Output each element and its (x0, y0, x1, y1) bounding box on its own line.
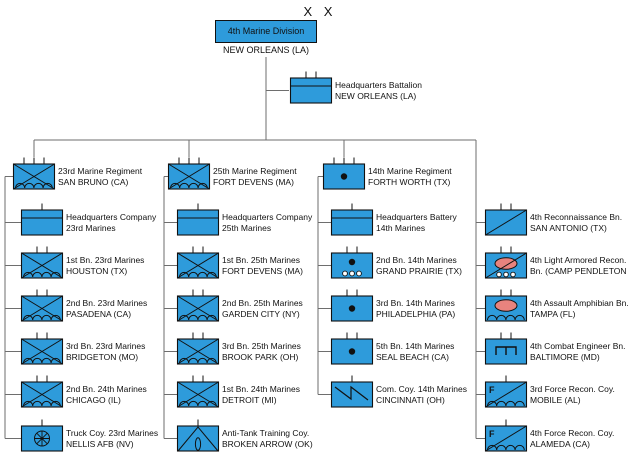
marine-infantry-icon (176, 289, 220, 322)
reconnaissance-icon (484, 203, 528, 236)
marine-infantry-icon (20, 246, 64, 279)
marine-infantry-icon (20, 375, 64, 408)
unit-label: 4th Force Recon. Coy.ALAMEDA (CA) (530, 428, 615, 449)
unit-label: 3rd Force Recon. Coy.MOBILE (AL) (530, 384, 615, 405)
unit-label: 4th Reconnaissance Bn.SAN ANTONIO (TX) (530, 212, 623, 233)
assault-amphibian-icon (484, 289, 528, 322)
marine-infantry-icon (20, 332, 64, 365)
unit-anti-tank-training-coy: Anti-Tank Training Coy.BROKEN ARROW (OK) (176, 419, 313, 452)
unit-label: 4th Light Armored Recon.Bn. (CAMP PENDLE… (530, 255, 627, 276)
force-recon-icon (484, 419, 528, 452)
anti-tank-icon (176, 419, 220, 452)
division-location: NEW ORLEANS (LA) (222, 45, 309, 55)
unit-label: 4th Assault Amphibian Bn.TAMPA (FL) (530, 298, 629, 319)
unit-4th-force-recon-coy: 4th Force Recon. Coy.ALAMEDA (CA) (484, 419, 614, 452)
marine-infantry-icon (167, 157, 211, 190)
unit-4th-combat-engineer-bn: 4th Combat Engineer Bn.BALTIMORE (MD) (484, 332, 625, 365)
truck-transport-icon (20, 419, 64, 452)
force-recon-icon (484, 375, 528, 408)
unit-4th-recon-bn: 4th Reconnaissance Bn.SAN ANTONIO (TX) (484, 203, 622, 236)
marine-infantry-icon (20, 289, 64, 322)
artillery-icon (330, 289, 374, 322)
headquarters-icon (289, 71, 333, 104)
headquarters-icon (176, 203, 220, 236)
artillery-icon (330, 332, 374, 365)
marine-infantry-icon (176, 375, 220, 408)
division-size-mark: X X (303, 4, 337, 19)
unit-4th-lar-bn: 4th Light Armored Recon.Bn. (CAMP PENDLE… (484, 246, 627, 279)
headquarters-icon (20, 203, 64, 236)
marine-infantry-icon (176, 332, 220, 365)
marine-infantry-icon (12, 157, 56, 190)
headquarters-icon (330, 203, 374, 236)
unit-label: Anti-Tank Training Coy.BROKEN ARROW (OK) (222, 428, 313, 449)
marine-infantry-icon (176, 246, 220, 279)
communications-icon (330, 375, 374, 408)
unit-label: 4th Combat Engineer Bn.BALTIMORE (MD) (530, 341, 626, 362)
unit-4th-assault-amphibian-bn: 4th Assault Amphibian Bn.TAMPA (FL) (484, 289, 629, 322)
division-box: 4th Marine Division (215, 20, 317, 43)
division-name: 4th Marine Division (227, 26, 305, 36)
light-armored-recon-icon (484, 246, 528, 279)
unit-3rd-force-recon-coy: 3rd Force Recon. Coy.MOBILE (AL) (484, 375, 615, 408)
combat-engineer-icon (484, 332, 528, 365)
towed-artillery-icon (330, 246, 374, 279)
artillery-icon (322, 157, 366, 190)
